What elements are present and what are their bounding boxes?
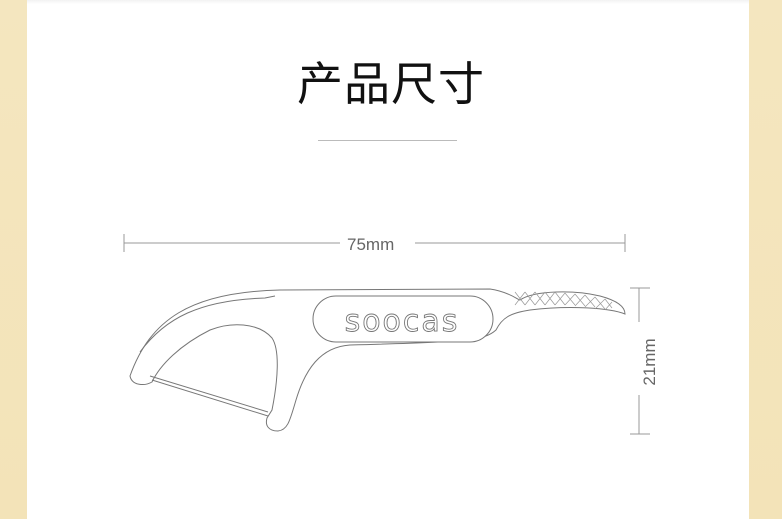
right-border-band (749, 0, 782, 519)
dimension-lines (123, 234, 650, 435)
grip-texture (514, 291, 613, 311)
floss-pick-outline (129, 288, 626, 432)
logo-capsule (312, 295, 494, 343)
left-border-band (0, 0, 27, 519)
length-label: 75mm (345, 235, 397, 255)
top-shadow (27, 0, 749, 4)
page-title: 产品尺寸 (297, 57, 485, 111)
title-divider (318, 140, 457, 141)
height-label: 21mm (640, 338, 659, 386)
brand-logo: soocas (345, 304, 460, 339)
